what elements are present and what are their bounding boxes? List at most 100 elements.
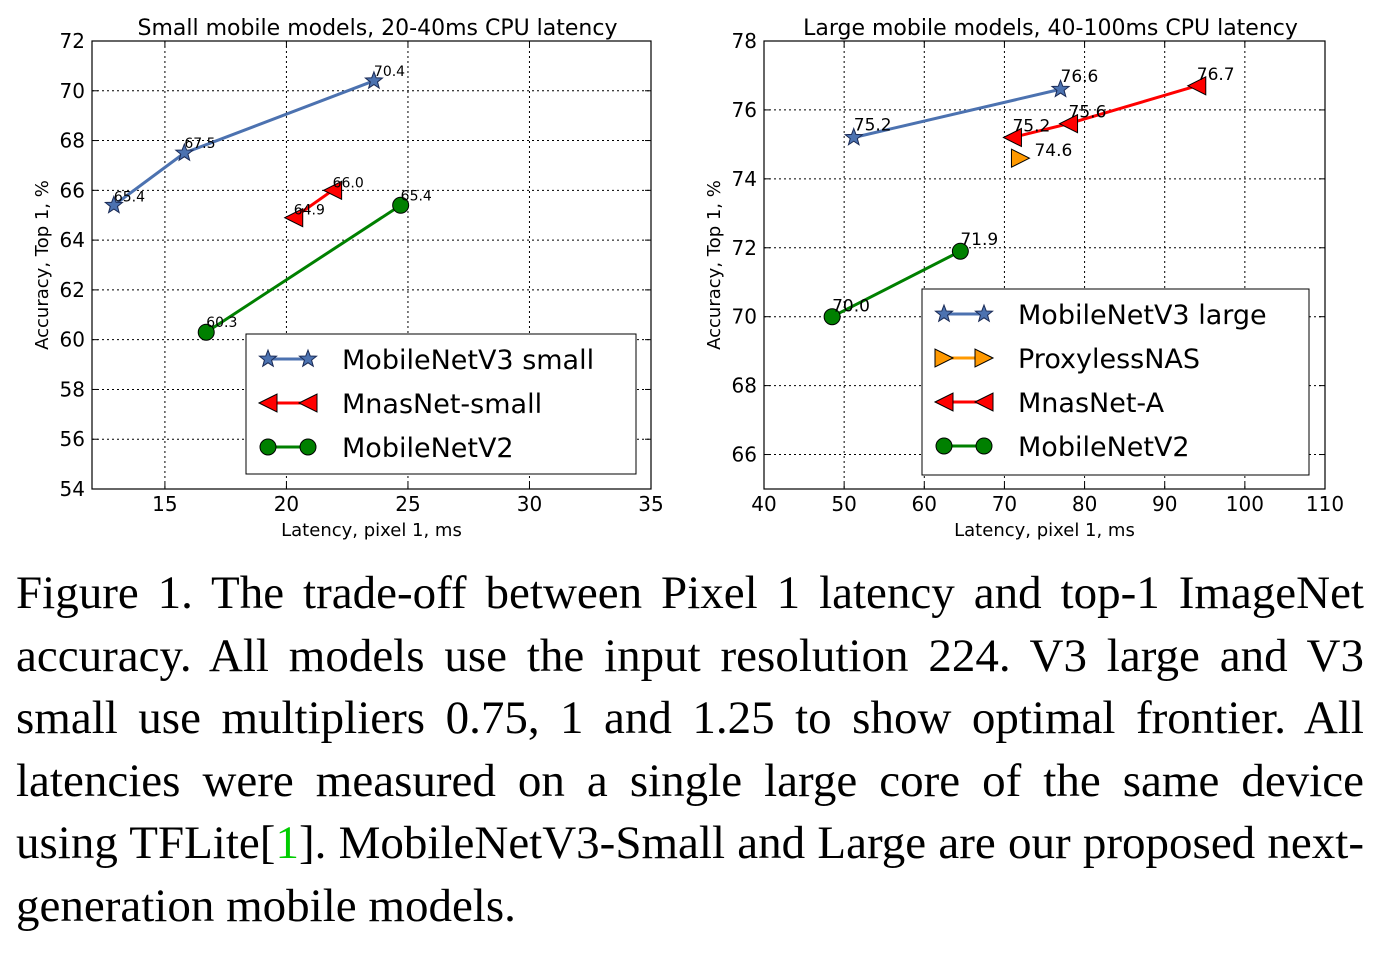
y-tick-label: 66: [732, 443, 757, 467]
figure-svg: 54 56 58 60 62 64 66 68 70 72 15 20 25 30 35 Small mobi…: [32, 16, 1344, 541]
series-mnasnet-small: 64.9 66.0: [283, 175, 364, 228]
data-label: 75.2: [1012, 116, 1050, 136]
data-label: 71.9: [960, 230, 998, 250]
x-tick-label: 15: [152, 492, 177, 516]
data-point: [1010, 148, 1031, 168]
data-label: 76.6: [1061, 67, 1099, 87]
series-mobilenetv2: 70.0 71.9: [823, 230, 998, 326]
x-tick-label: 110: [1306, 492, 1344, 516]
plot-frame: [763, 40, 1326, 490]
data-point: [1058, 113, 1079, 134]
x-tick-label: 30: [517, 492, 542, 516]
x-tick-label: 20: [274, 492, 299, 516]
legend-label: ProxylessNAS: [1018, 344, 1200, 375]
x-tick-label: 35: [638, 492, 663, 516]
data-point: [174, 142, 195, 162]
data-label: 70.0: [832, 297, 870, 317]
legend-label: MnasNet-A: [1018, 388, 1165, 419]
caption-text-part-1: Figure 1. The trade-off between Pixel 1 …: [16, 567, 1364, 869]
data-point: [823, 308, 841, 326]
data-label: 66.0: [333, 175, 364, 191]
legend: MobileNetV3 smallMnasNet-smallMobileNetV…: [245, 333, 637, 475]
legend-marker: [974, 303, 994, 323]
y-axis-title: Accuracy, Top 1, %: [32, 180, 53, 350]
data-point: [1186, 75, 1207, 96]
legend-marker: [934, 303, 954, 323]
legend-marker: [934, 348, 955, 368]
x-axis-title: Latency, pixel 1, ms: [281, 520, 462, 541]
figure-caption: Figure 1. The trade-off between Pixel 1 …: [16, 562, 1364, 937]
legend-marker: [258, 348, 278, 368]
x-axis-title: Latency, pixel 1, ms: [954, 520, 1135, 541]
x-tick-label: 80: [1072, 492, 1097, 516]
legend-marker: [975, 437, 993, 455]
legend-label: MnasNet-small: [342, 389, 542, 420]
series-line: [831, 249, 962, 319]
y-tick-label: 70: [60, 79, 85, 103]
x-tick-label: 90: [1152, 492, 1177, 516]
y-tick-label: 62: [60, 278, 85, 302]
y-tick-label: 66: [60, 178, 85, 202]
data-label: 70.4: [374, 64, 405, 80]
y-tick-label: 74: [732, 167, 757, 191]
citation-link[interactable]: 1: [275, 817, 299, 869]
legend-marker: [297, 393, 318, 413]
data-point: [843, 127, 864, 146]
data-point: [392, 196, 410, 214]
y-tick-label: 64: [60, 228, 85, 252]
chart-title: Large mobile models, 40-100ms CPU latenc…: [803, 16, 1298, 41]
legend-marker: [933, 392, 954, 412]
series-mobilenetv3-small: 65.4 67.5 70.4: [103, 64, 405, 214]
y-tick-label: 68: [60, 129, 85, 153]
data-label: 64.9: [294, 203, 325, 219]
series-mobilenetv3-large: 75.2 76.6: [843, 67, 1099, 146]
x-tick-label: 40: [751, 492, 776, 516]
legend-label: MobileNetV2: [342, 433, 514, 464]
legend-marker: [259, 438, 277, 456]
x-tick-label: 25: [395, 492, 420, 516]
series-line: [205, 204, 402, 334]
legend-label: MobileNetV3 small: [342, 345, 594, 376]
data-label: 75.6: [1069, 103, 1107, 123]
x-tick-label: 60: [912, 492, 937, 516]
data-point: [197, 323, 215, 341]
series-mobilenetv2: 60.3 65.4: [197, 188, 432, 341]
chart-title: Small mobile models, 20-40ms CPU latency: [137, 16, 617, 41]
legend-marker: [298, 348, 318, 368]
data-point: [951, 242, 969, 260]
y-tick-label: 58: [60, 377, 85, 401]
figure: 54 56 58 60 62 64 66 68 70 72 15 20 25 30 35 Small mobi…: [32, 16, 1344, 541]
y-tick-label: 70: [732, 305, 757, 329]
series-line: [853, 87, 1061, 139]
legend-label: MobileNetV2: [1018, 432, 1190, 463]
plot-frame: [91, 40, 652, 490]
series-mnasnet-a: 75.275.676.7: [1002, 65, 1235, 148]
y-tick-label: 54: [60, 477, 85, 501]
y-tick-label: 72: [732, 236, 757, 260]
x-tick-label: 100: [1226, 492, 1264, 516]
data-point: [1002, 127, 1022, 148]
y-tick-label: 78: [732, 29, 757, 53]
data-label: 67.5: [184, 136, 215, 152]
y-tick-label: 76: [732, 98, 757, 122]
data-label: 74.6: [1034, 141, 1072, 161]
data-point: [322, 180, 343, 201]
legend-marker: [299, 438, 317, 456]
data-point: [283, 207, 304, 228]
y-axis-title: Accuracy, Top 1, %: [704, 180, 725, 350]
series-proxylessnas: 74.6: [1010, 141, 1072, 168]
data-point: [103, 194, 124, 214]
data-label: 65.4: [114, 189, 145, 205]
data-label: 65.4: [401, 188, 432, 204]
y-tick-label: 72: [60, 29, 85, 53]
data-point: [1050, 78, 1071, 98]
legend-label: MobileNetV3 large: [1018, 300, 1267, 331]
legend-marker: [973, 392, 994, 412]
legend-marker: [974, 348, 995, 368]
data-point: [364, 70, 384, 90]
data-label: 60.3: [206, 315, 237, 331]
y-tick-label: 56: [60, 427, 85, 451]
